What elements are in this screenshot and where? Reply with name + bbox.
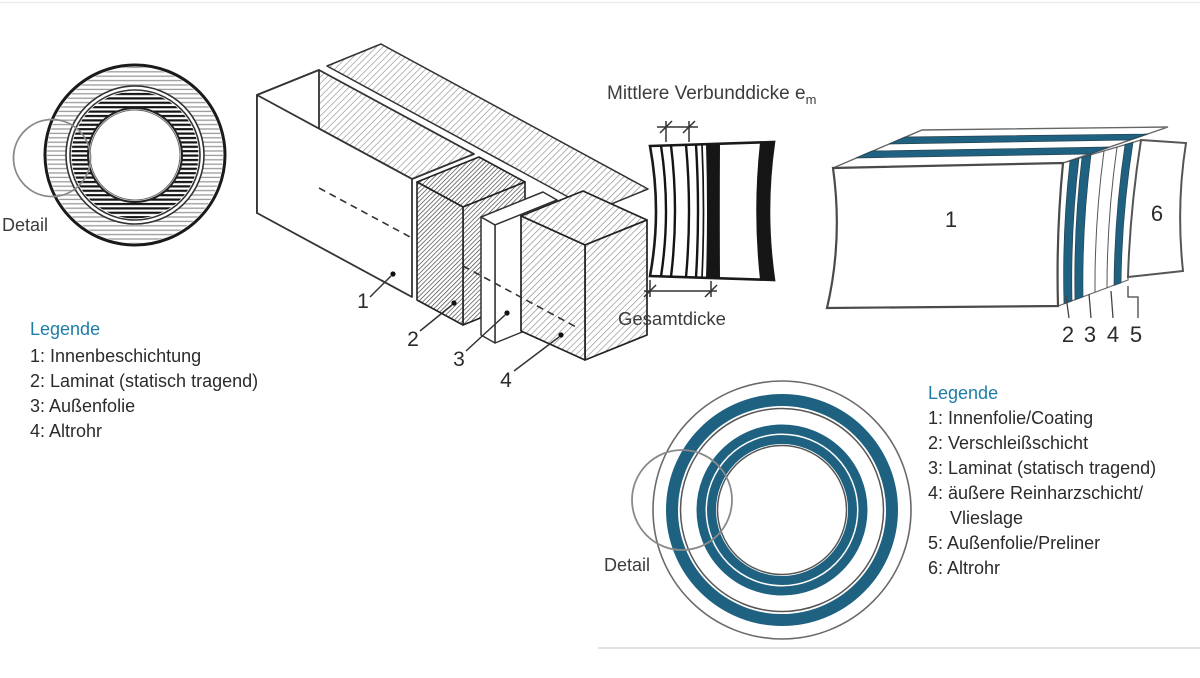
detail-lens-right: [631, 449, 733, 551]
block-layer-number-6: 6: [1150, 201, 1164, 226]
pipe-cross-section-left: [12, 63, 227, 247]
exploded-layers-block: [256, 43, 649, 372]
exploded-layer-number-3: 3: [453, 348, 465, 371]
legend-right-item-4: 4: äußere Reinharzschicht/: [928, 483, 1144, 503]
block-layer-number-2: 2: [1061, 322, 1075, 347]
legend-right-item-6: 6: Altrohr: [928, 558, 1001, 578]
exploded-layer-number-2: 2: [407, 328, 419, 351]
wall-thickness-section: [643, 120, 776, 298]
legend-left-item-3: 3: Außenfolie: [30, 396, 136, 416]
legend-right-item-5: 5: Außenfolie/Preliner: [928, 533, 1101, 553]
detail-lens-left: [12, 118, 92, 198]
layered-block-right: [825, 126, 1188, 319]
legend-left-title: Legende: [30, 319, 101, 339]
legend-right-item-4-wrap: Vlieslage: [950, 508, 1024, 528]
mean-thickness-title: Mittlere Verbunddicke em: [607, 83, 817, 107]
legend-left-item-2: 2: Laminat (statisch tragend): [30, 371, 259, 391]
mean-thickness-subscript: m: [805, 91, 817, 107]
exploded-layer-number-4: 4: [500, 369, 512, 392]
legend-right-item-3: 3: Laminat (statisch tragend): [928, 458, 1157, 478]
dimension-em: [657, 120, 698, 142]
detail-label-left: Detail: [2, 215, 49, 235]
legend-right-item-2: 2: Verschleißschicht: [928, 433, 1089, 453]
legend-left-item-4: 4: Altrohr: [30, 421, 103, 441]
block-layer-number-1: 1: [944, 207, 958, 232]
legend-left-item-1: 1: Innenbeschichtung: [30, 346, 202, 366]
block-layer-number-4: 4: [1106, 322, 1120, 347]
block-layer-number-5: 5: [1129, 322, 1143, 347]
mean-thickness-title-text: Mittlere Verbunddicke e: [607, 83, 806, 104]
legend-right-title: Legende: [928, 383, 999, 403]
exploded-layer-number-1: 1: [357, 290, 369, 313]
dimension-gesamtdicke: [643, 280, 718, 298]
legend-right-item-1: 1: Innenfolie/Coating: [928, 408, 1094, 428]
detail-label-right: Detail: [604, 555, 651, 575]
total-thickness-label: Gesamtdicke: [618, 308, 726, 329]
block-layer-number-3: 3: [1083, 322, 1097, 347]
pipe-cross-section-right: [631, 380, 912, 640]
